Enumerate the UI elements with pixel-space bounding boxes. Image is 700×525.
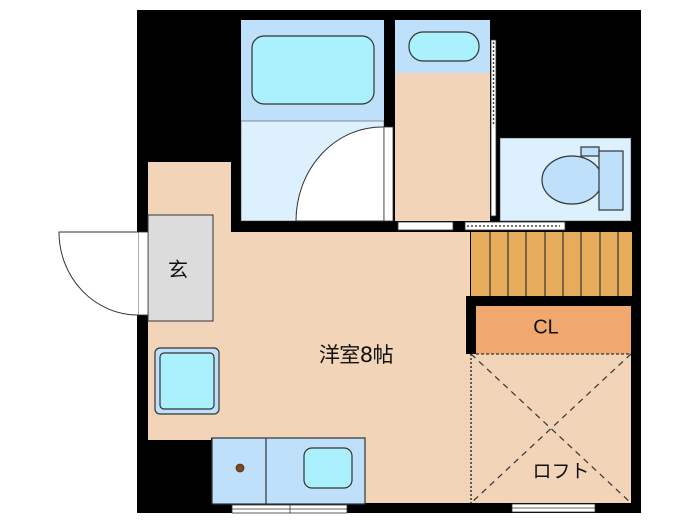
washroom-sliding-door <box>490 39 497 217</box>
closet-label: CL <box>533 316 559 339</box>
washbasin <box>408 31 480 62</box>
toilet-tank-lid <box>580 146 600 157</box>
bathroom-door <box>383 126 394 222</box>
stairs <box>471 232 632 296</box>
toilet-tank <box>598 150 624 211</box>
bathtub <box>251 35 375 105</box>
entrance-label: 玄 <box>168 257 188 282</box>
kitchen-sink <box>303 447 353 489</box>
washroom-bottom-door <box>397 221 454 231</box>
entrance-door-swing <box>58 231 139 316</box>
closet <box>476 306 631 354</box>
bathroom-door-swing <box>295 126 385 222</box>
western-room-label: 洋室8帖 <box>318 343 394 367</box>
entrance-door-frame <box>137 231 149 316</box>
entrance-floor <box>147 214 214 322</box>
stove-icon <box>235 463 245 473</box>
toilet-bowl <box>541 155 603 205</box>
loft-label: ロフト <box>532 460 590 483</box>
